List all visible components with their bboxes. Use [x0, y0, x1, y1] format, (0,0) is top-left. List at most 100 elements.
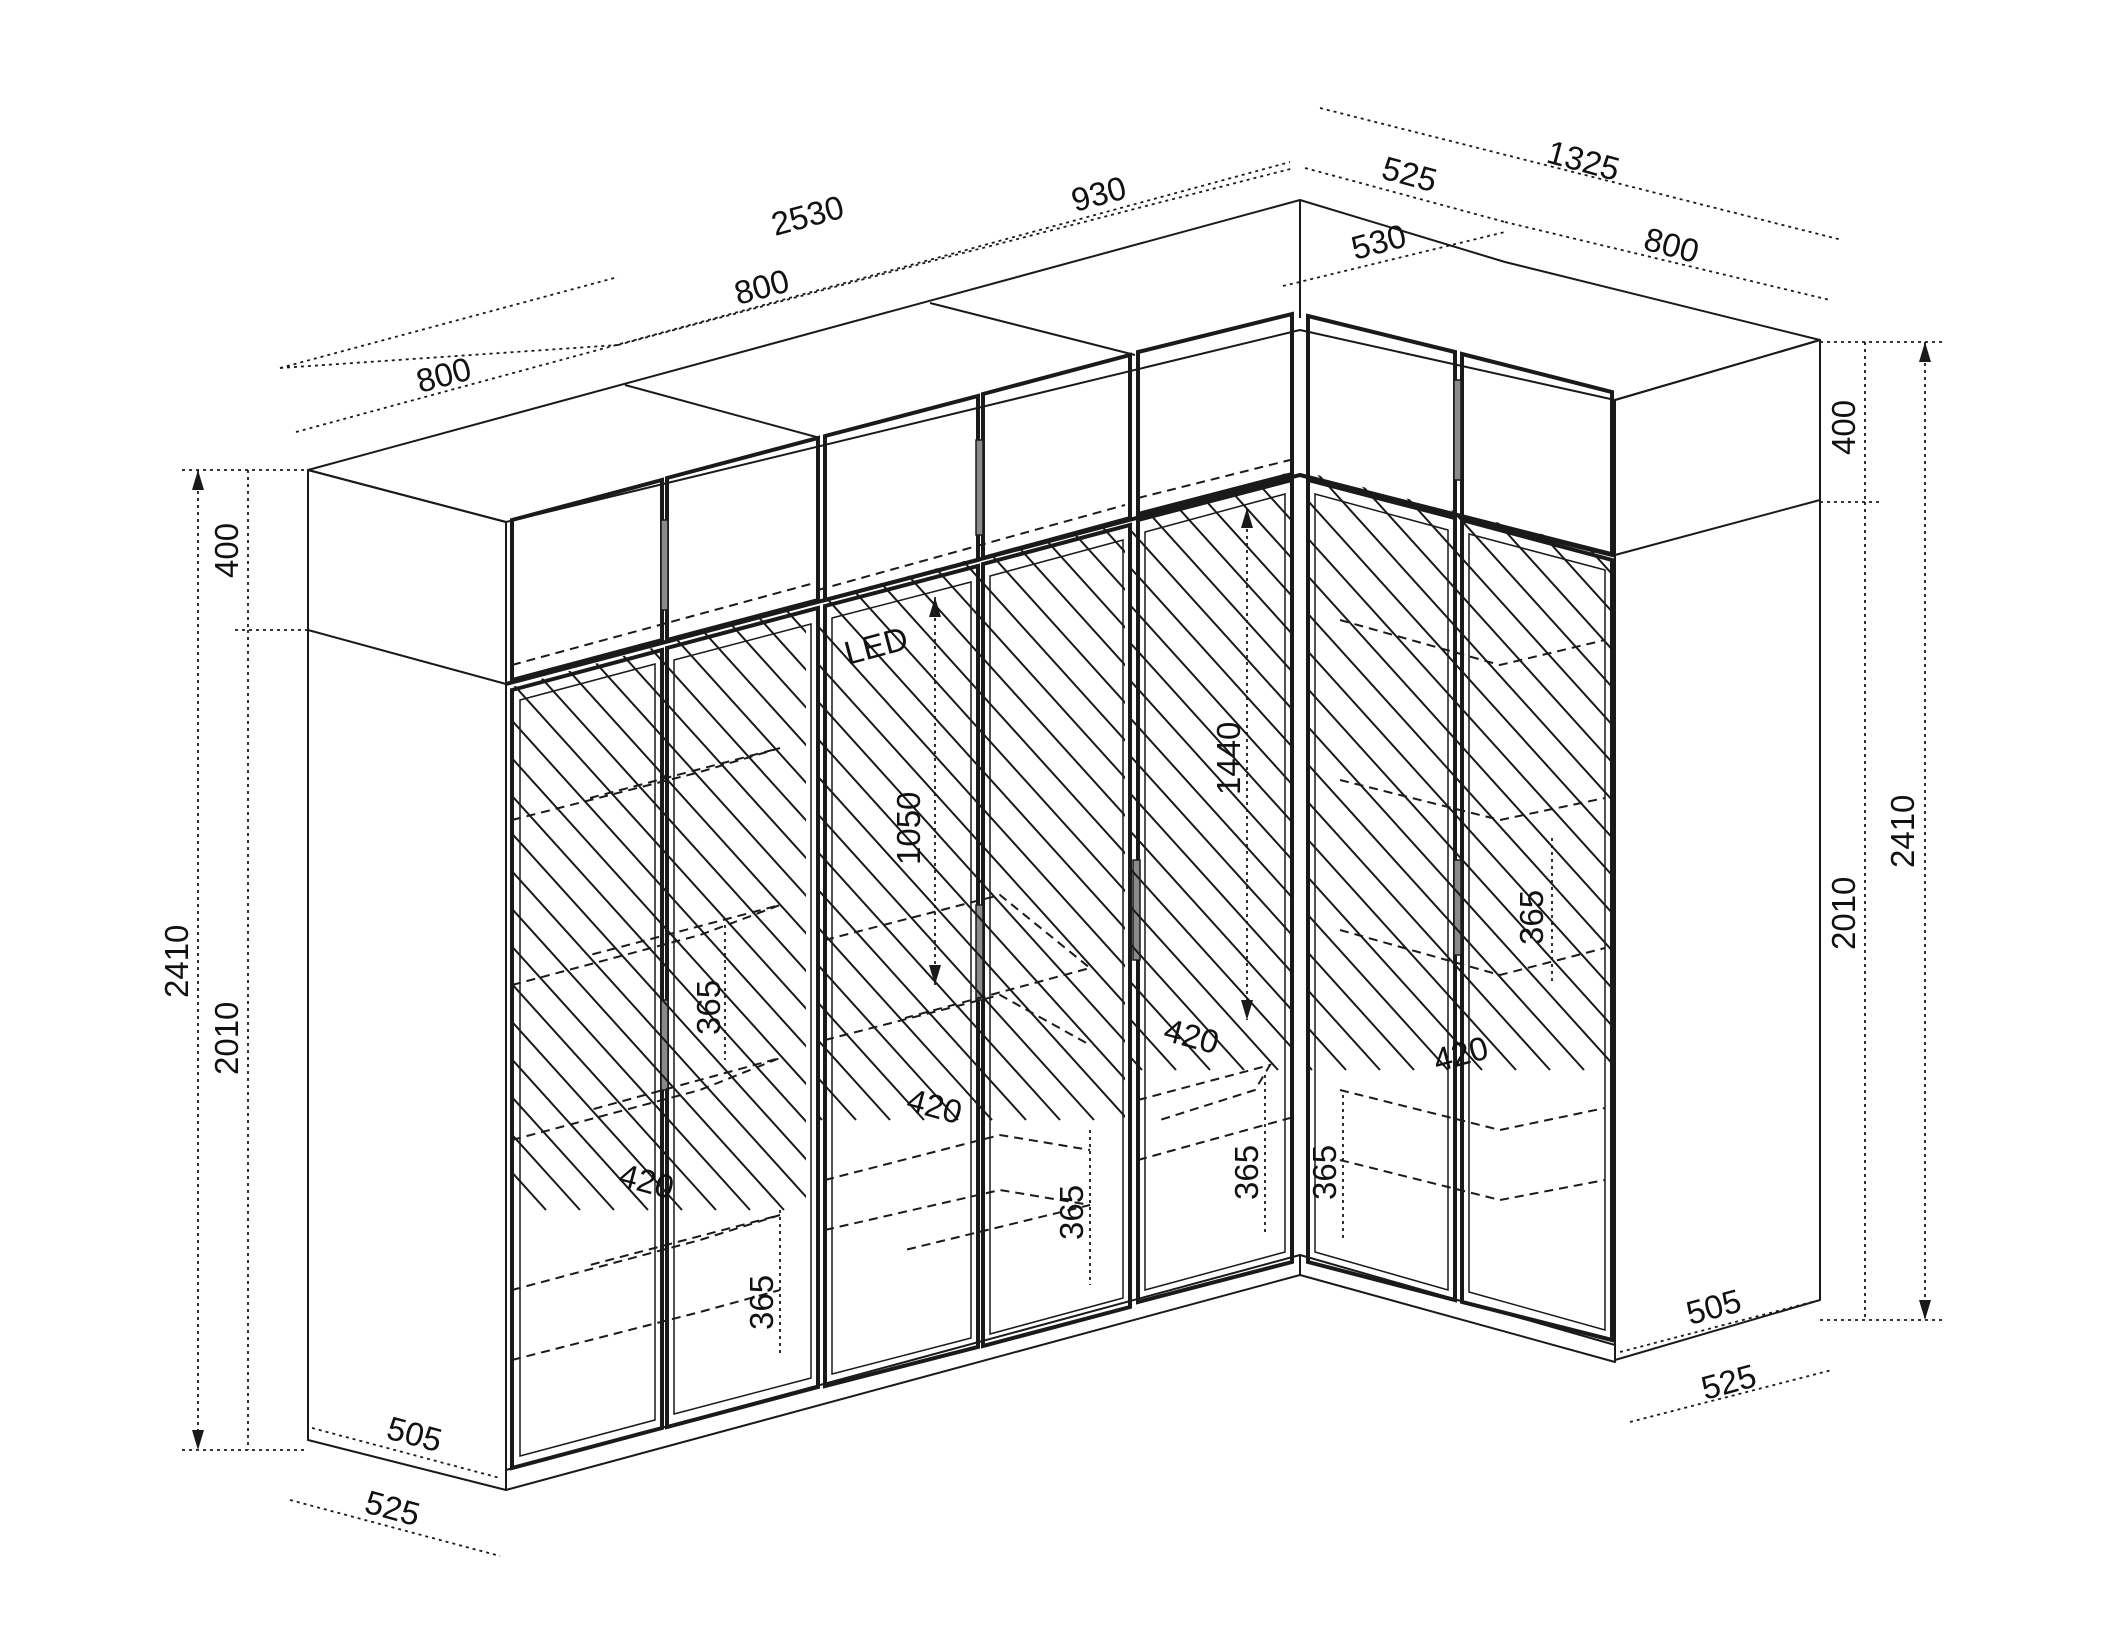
door-frames	[510, 311, 1614, 1471]
dimension-labels: 2530 800 800 930 1325 525 800 530 2410 2…	[158, 133, 1921, 1533]
main-door-a	[510, 647, 664, 1471]
handle-top-e	[1453, 379, 1462, 481]
glass-hatch-line	[512, 605, 806, 1211]
label-side-800: 800	[1640, 220, 1703, 270]
glass-hatch-line	[0, 590, 376, 1210]
glass-hatch-line	[1670, 450, 2112, 1070]
top-door-c	[823, 393, 980, 603]
label-420-b: 420	[903, 1081, 966, 1131]
dimension-arrows	[192, 342, 1931, 1450]
glass-hatch-line	[512, 605, 785, 1211]
arrow-right-2410-top	[1919, 342, 1931, 362]
glass-hatch-line	[597, 605, 806, 1211]
right-side-split-line	[1614, 499, 1821, 556]
glass-hatch-line	[1193, 472, 1290, 1071]
shelf-a5	[511, 1289, 781, 1361]
glass-hatch-line	[941, 518, 1125, 1121]
main-door-f	[1306, 477, 1457, 1303]
arrow-right-2410-bottom	[1919, 1300, 1931, 1320]
top-seam-2	[929, 302, 1136, 356]
glass-hatch-line	[1132, 472, 1290, 1071]
glass-hatch-line	[512, 605, 806, 1211]
glass-hatch-line	[1567, 472, 1610, 1071]
label-led: LED	[840, 619, 912, 671]
glass-hatch-line	[1306, 472, 1551, 1071]
glass-hatch-line	[1132, 472, 1290, 1071]
label-left-505: 505	[383, 1409, 446, 1459]
shelf-d1	[1339, 619, 1606, 667]
shelf-b4	[824, 1188, 1091, 1251]
shelf-c1	[1137, 1063, 1273, 1121]
glass-hatching	[0, 450, 2112, 1211]
label-2530: 2530	[767, 188, 847, 243]
glass-hatch-line	[818, 518, 1125, 1121]
glass-hatch-b	[0, 500, 1125, 1121]
dim-line-right-505	[1619, 1301, 1813, 1353]
led-strip-right	[1137, 459, 1291, 499]
glass-hatch-line	[1132, 472, 1279, 1071]
glass-hatch-line	[1533, 472, 1610, 1071]
glass-hatch-line	[907, 518, 1125, 1121]
glass-hatch-line	[1601, 472, 1610, 1071]
glass-hatch-line	[1306, 472, 1610, 1071]
label-right-2010: 2010	[1825, 877, 1862, 950]
glass-hatch-line	[512, 605, 751, 1211]
main-door-e	[1136, 477, 1294, 1305]
glass-hatch-line	[446, 450, 1006, 1070]
glass-hatch-line	[1306, 472, 1610, 1071]
glass-hatch-line	[512, 605, 717, 1211]
label-365-e: 365	[1306, 1145, 1343, 1200]
led-strip-left	[511, 581, 819, 666]
main-door-d	[981, 522, 1132, 1349]
label-1050: 1050	[890, 792, 927, 865]
glass-hatch-line	[1363, 472, 1610, 1071]
glass-hatch-line	[512, 605, 806, 1211]
glass-hatch-line	[1132, 472, 1290, 1071]
label-365-d: 365	[1228, 1145, 1265, 1200]
dim-line-left-505	[311, 1427, 501, 1479]
label-left-2010: 2010	[208, 1002, 245, 1075]
main-door-g-inner	[1468, 533, 1606, 1331]
glass-hatch-line	[24, 500, 584, 1120]
arrow-1050-top	[929, 597, 941, 617]
glass-hatch-line	[818, 518, 1061, 1121]
glass-hatch-line	[1329, 472, 1610, 1071]
main-door-c-inner	[831, 581, 972, 1375]
glass-hatch-line	[1431, 472, 1610, 1071]
glass-hatch-line	[818, 518, 1125, 1121]
glass-hatch-line	[1306, 472, 1610, 1071]
label-365-a: 365	[690, 980, 727, 1035]
glass-hatch-line	[512, 605, 806, 1211]
label-1325: 1325	[1543, 133, 1623, 188]
left-side-panel	[307, 469, 507, 1491]
dim-line-back-800-2	[617, 261, 929, 346]
glass-hatch-line	[0, 500, 550, 1120]
glass-hatch-line	[818, 518, 1125, 1121]
main-door-g	[1460, 517, 1614, 1343]
main-door-e-inner	[1144, 493, 1286, 1291]
glass-hatch-line	[512, 605, 581, 1211]
glass-hatch-line	[1306, 472, 1610, 1071]
glass-hatch-line	[480, 450, 1040, 1070]
glass-hatch-line	[412, 450, 972, 1070]
shelf-a4	[511, 1214, 781, 1291]
glass-hatch-line	[818, 518, 1027, 1121]
glass-hatch-line	[818, 518, 1125, 1121]
glass-hatch-line	[975, 518, 1125, 1121]
handle-top-c	[975, 439, 984, 536]
glass-hatch-line	[818, 518, 959, 1121]
right-side-panel	[1614, 339, 1821, 1361]
label-right-400: 400	[1825, 400, 1862, 455]
glass-hatch-line	[58, 500, 618, 1120]
label-1440: 1440	[1210, 722, 1247, 795]
glass-hatch-line	[818, 518, 823, 1121]
glass-hatch-line	[818, 518, 993, 1121]
shelf-d5	[1339, 1159, 1606, 1202]
glass-hatch-line	[1306, 472, 1449, 1071]
label-420-d: 420	[1429, 1029, 1492, 1079]
glass-hatch-line	[0, 590, 240, 1210]
glass-hatch-line	[1636, 450, 2112, 1070]
glass-hatch-line	[873, 518, 1125, 1121]
arrow-1440-top	[1241, 508, 1253, 528]
